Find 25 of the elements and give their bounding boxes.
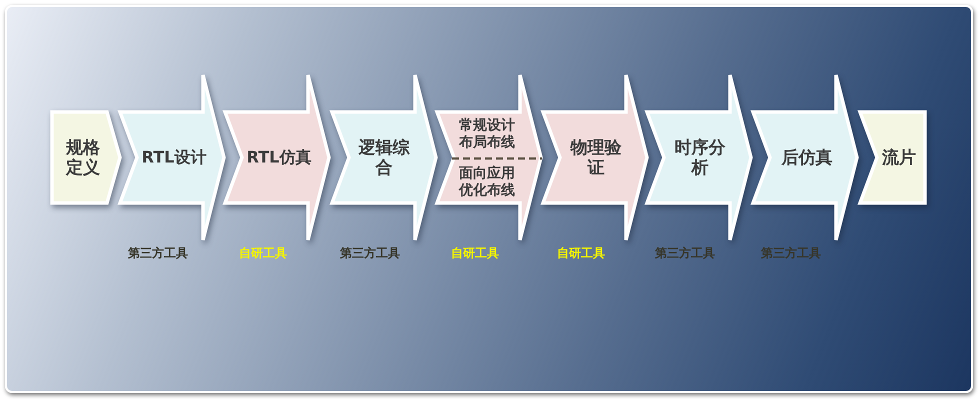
tool-label: 自研工具 — [557, 246, 605, 260]
process-step — [543, 75, 647, 240]
step-label: 流片 — [882, 147, 916, 168]
process-step — [437, 75, 541, 240]
step-label: 面向应用优化布线 — [458, 165, 516, 199]
tool-label: 自研工具 — [239, 246, 287, 260]
process-step — [225, 75, 329, 240]
step-label: 常规设计布局布线 — [458, 117, 516, 151]
step-label: 时序分析 — [674, 137, 726, 178]
process-step — [753, 75, 857, 240]
step-label: 后仿真 — [782, 147, 832, 168]
process-step — [120, 75, 224, 240]
tool-label: 第三方工具 — [128, 246, 188, 260]
step-label: 逻辑综合 — [358, 137, 411, 178]
process-step — [647, 75, 751, 240]
step-label: 物理验证 — [569, 137, 622, 178]
tool-label: 第三方工具 — [761, 246, 821, 260]
process-step — [52, 112, 120, 203]
tool-label: 自研工具 — [451, 246, 499, 260]
process-step — [332, 75, 436, 240]
step-label: RTL设计 — [142, 148, 206, 167]
step-label: RTL仿真 — [246, 148, 312, 167]
step-label: 规格定义 — [64, 137, 101, 178]
tool-label: 第三方工具 — [340, 246, 400, 260]
tool-label: 第三方工具 — [655, 246, 715, 260]
